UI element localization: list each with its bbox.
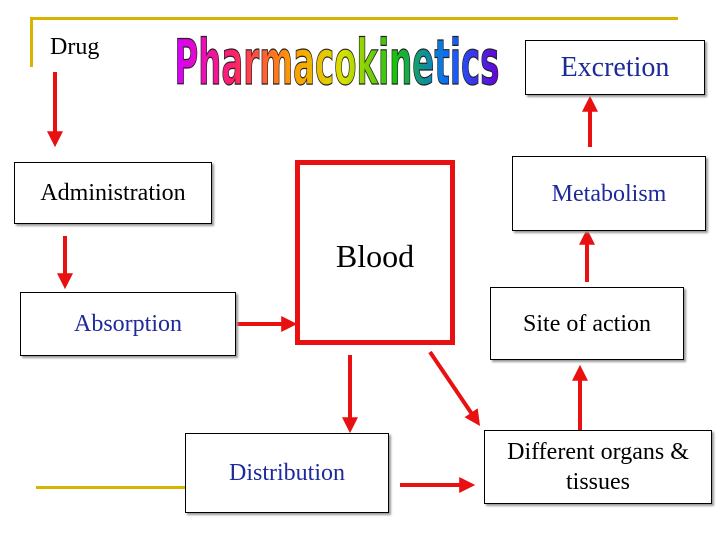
arrow-blood-to-organs bbox=[428, 350, 481, 426]
top-accent-line bbox=[30, 17, 678, 20]
node-excretion: Excretion bbox=[525, 40, 705, 95]
bottom-accent-line bbox=[36, 486, 186, 489]
node-drug: Drug bbox=[50, 34, 100, 60]
node-site-of-action: Site of action bbox=[490, 287, 684, 360]
node-administration: Administration bbox=[14, 162, 212, 224]
node-distribution: Distribution bbox=[185, 433, 389, 513]
node-blood-label: Blood bbox=[310, 236, 440, 276]
left-accent-line bbox=[30, 17, 33, 67]
title-text: Pharmacokinetics bbox=[175, 26, 500, 99]
node-metabolism: Metabolism bbox=[512, 156, 706, 231]
node-organs-tissues: Different organs & tissues bbox=[484, 430, 712, 504]
node-absorption: Absorption bbox=[20, 292, 236, 356]
page-title: Pharmacokinetics bbox=[174, 25, 500, 99]
